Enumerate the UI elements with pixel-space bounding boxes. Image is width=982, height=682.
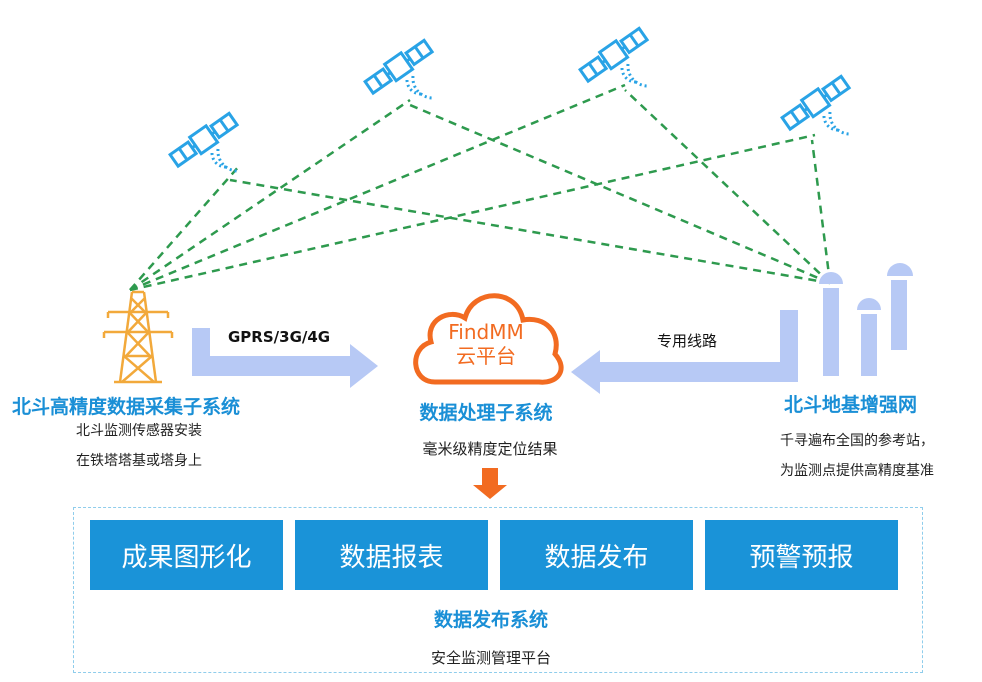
box-data-report: 数据报表 (295, 520, 488, 590)
box-result-graphics: 成果图形化 (90, 520, 283, 590)
satellite-icon (363, 38, 435, 100)
publish-system-subtitle: 安全监测管理平台 (430, 649, 551, 667)
reference-station-icon (819, 263, 913, 376)
tower-icon (102, 290, 174, 384)
publish-system-title: 数据发布系统 (433, 609, 548, 631)
satellite-icon (780, 74, 852, 136)
center-system-desc: 毫米级精度定位结果 (422, 440, 558, 458)
right-system-desc-1: 千寻遍布全国的参考站， (780, 433, 934, 449)
box-warning-forecast: 预警预报 (705, 520, 898, 590)
signal-line (129, 133, 816, 292)
cloud-subtitle: 云平台 (456, 344, 516, 368)
arrow-left-to-cloud (192, 328, 378, 388)
signal-line (129, 98, 411, 292)
signal-line (810, 139, 832, 284)
arrow-station-to-cloud (571, 310, 798, 394)
left-system-title: 北斗高精度数据采集子系统 (12, 396, 241, 418)
signal-line (129, 83, 626, 292)
arrow-down-to-platform (473, 468, 507, 499)
publish-platform-frame (73, 507, 923, 673)
right-system-title: 北斗地基增强网 (784, 394, 918, 416)
signal-line (229, 178, 831, 285)
cloud-brand: FindMM (448, 320, 524, 344)
left-system-desc-2: 在铁塔塔基或塔身上 (76, 453, 202, 469)
satellite-icon (578, 26, 650, 88)
link-left-label: GPRS/3G/4G (228, 328, 331, 346)
signal-line (409, 103, 831, 285)
satellite-icon (168, 111, 240, 173)
center-system-title: 数据处理子系统 (419, 402, 553, 424)
link-right-label: 专用线路 (657, 332, 718, 350)
box-data-publish: 数据发布 (500, 520, 693, 590)
right-system-desc-2: 为监测点提供高精度基准 (780, 463, 934, 479)
left-system-desc-1: 北斗监测传感器安装 (76, 423, 202, 439)
signal-line (624, 89, 831, 284)
cloud-icon (413, 293, 564, 385)
